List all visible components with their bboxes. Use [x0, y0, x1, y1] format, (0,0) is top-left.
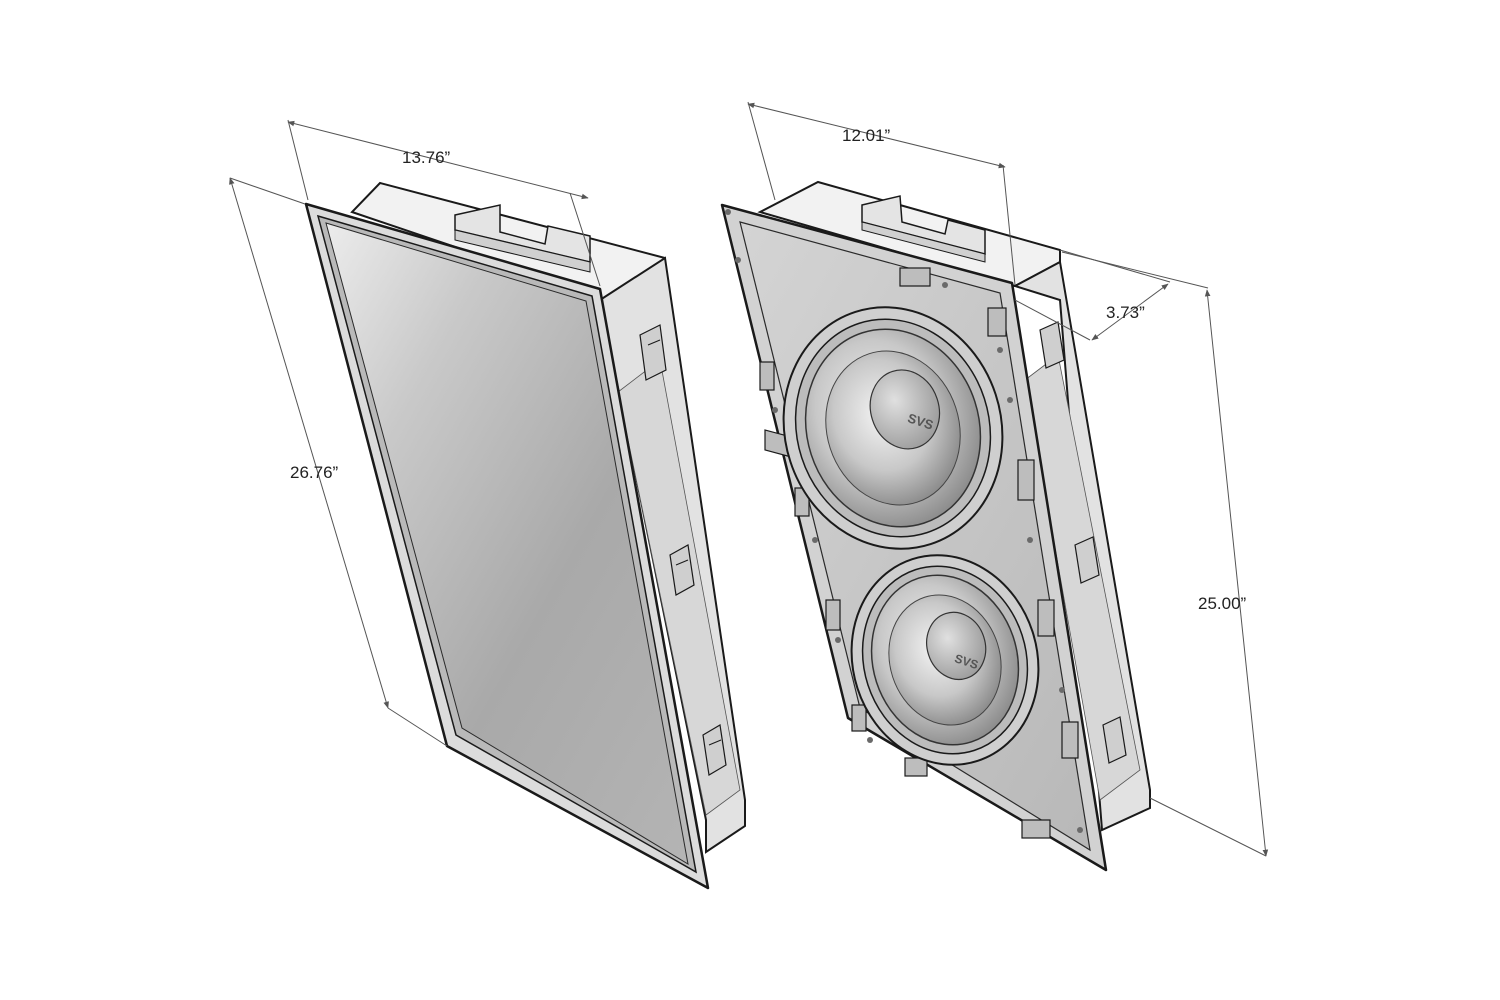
- left-grille-frame: [304, 202, 710, 890]
- left-speaker-unit: [304, 181, 746, 890]
- right-clamp-bracket-top: [1039, 321, 1065, 369]
- right-height-label: 25.00”: [1198, 594, 1247, 613]
- right-depth-label: 3.73”: [1106, 303, 1145, 322]
- right-speaker-unit: SVS SVS: [720, 180, 1151, 872]
- left-height-label: 26.76”: [290, 463, 339, 482]
- dimension-left-height: 26.76”: [229, 177, 448, 747]
- dimension-right-height: 25.00”: [1061, 251, 1269, 857]
- left-grille: [325, 222, 689, 865]
- right-screw-holes: [725, 209, 1083, 833]
- dimension-right-depth: 3.73”: [1014, 249, 1171, 341]
- left-clamp-bracket-top: [639, 324, 667, 381]
- upper-driver: [782, 306, 1004, 550]
- lower-driver: [850, 554, 1040, 766]
- right-width-label: 12.01”: [842, 126, 891, 145]
- left-clamp-bracket-mid: [669, 544, 695, 596]
- dimension-left-width: 13.76”: [287, 119, 601, 287]
- right-back-box: [757, 180, 1151, 832]
- right-clamp-bracket-bottom: [1102, 716, 1127, 764]
- right-clamp-bracket-mid: [1074, 536, 1100, 584]
- dimension-right-width: 12.01”: [747, 101, 1016, 286]
- left-width-label: 13.76”: [402, 148, 451, 167]
- upper-dust-cap: [869, 369, 941, 450]
- left-clamp-bracket-bottom: [702, 724, 727, 776]
- left-back-box: [350, 181, 746, 854]
- lower-dust-cap: [926, 611, 987, 681]
